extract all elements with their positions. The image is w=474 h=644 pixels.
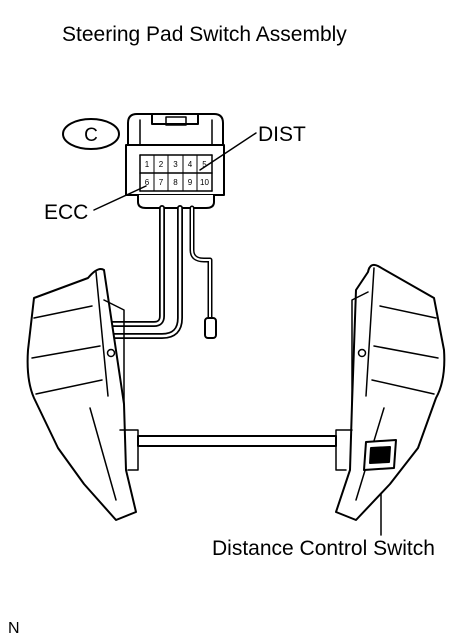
ecc-callout-label: ECC bbox=[44, 201, 89, 224]
left-switch-pad bbox=[26, 268, 139, 521]
distance-control-switch-label: Distance Control Switch bbox=[212, 537, 435, 560]
distance-control-switch bbox=[363, 439, 397, 471]
diagram-title: Steering Pad Switch Assembly bbox=[62, 23, 347, 46]
pin-5-label: 5 bbox=[202, 160, 207, 169]
dist-leader-line bbox=[199, 132, 257, 171]
pin-10-label: 10 bbox=[200, 178, 209, 187]
pin-1-label: 1 bbox=[145, 160, 150, 169]
pin-8-label: 8 bbox=[173, 178, 178, 187]
ecc-leader-line bbox=[93, 185, 147, 211]
connector-code-label: C bbox=[84, 125, 98, 146]
connecting-bar bbox=[137, 435, 337, 447]
pin-9-label: 9 bbox=[188, 178, 193, 187]
dist-callout-label: DIST bbox=[258, 123, 306, 146]
pin-3-label: 3 bbox=[173, 160, 178, 169]
connector-code-oval bbox=[62, 118, 120, 150]
pin-6-label: 6 bbox=[145, 178, 150, 187]
wire-harness bbox=[95, 205, 217, 339]
connector-housing bbox=[125, 113, 225, 209]
pin-4-label: 4 bbox=[188, 160, 193, 169]
pin-7-label: 7 bbox=[159, 178, 164, 187]
right-switch-pad bbox=[335, 263, 446, 521]
figure-code: N bbox=[8, 620, 20, 637]
pin-2-label: 2 bbox=[159, 160, 164, 169]
